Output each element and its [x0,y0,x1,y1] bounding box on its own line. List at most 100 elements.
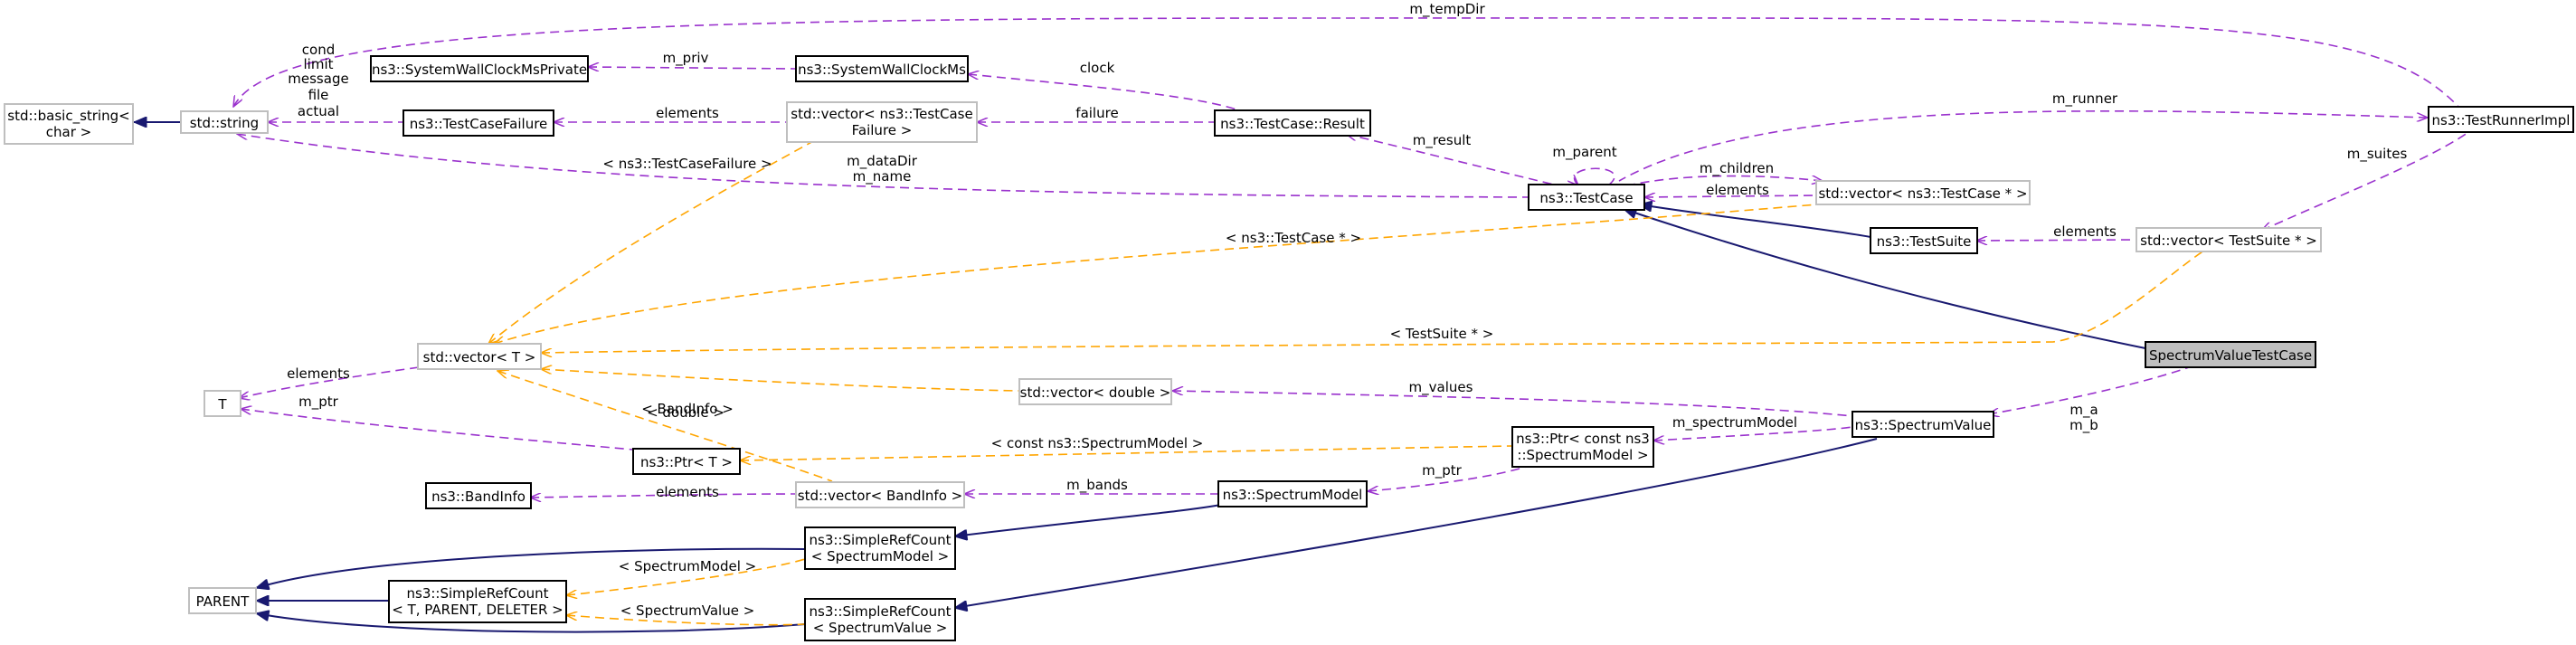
edge-m-parent [1575,167,1615,185]
node-testcase-result[interactable]: ns3::TestCase::Result [1214,109,1371,137]
edge-datadir-name [237,134,1530,198]
label-m-ptr-t: m_ptr [298,394,339,411]
label-tc-ptr: < ns3::TestCase * > [1226,230,1361,246]
label-failure: failure [1075,105,1118,121]
edge-tpl-const-spectrum [740,445,1513,460]
label-m-tempdir: m_tempDir [1409,1,1485,18]
edge-m-values [1172,391,1853,417]
edge-m-priv [588,67,797,69]
label-m-a: m_a [2069,402,2098,419]
svg-text:PARENT: PARENT [196,593,250,610]
label-string-member-4: file [308,87,329,103]
node-vector-t[interactable]: std::vector< T > [417,343,542,370]
node-std-string[interactable]: std::string [180,110,269,134]
edge-tpl-bandinfo [497,371,833,482]
edge-m-runner [1618,109,2428,182]
edge-m-ptr-model [1368,465,1530,491]
node-vector-testsuite-ptr[interactable]: std::vector< TestSuite * > [2136,227,2322,252]
label-elements-tc: elements [1706,182,1769,198]
label-tpl-spectrummodel: < SpectrumModel > [619,558,756,574]
label-clock: clock [1080,60,1115,76]
svg-text:char >: char > [46,124,91,140]
label-m-suites: m_suites [2347,146,2408,163]
label-m-ptr-model: m_ptr [1422,462,1463,479]
node-test-runner-impl[interactable]: ns3::TestRunnerImpl [2428,106,2574,133]
edge-testsuite-testcase [1639,204,1871,238]
node-system-wall-clock-ms-private[interactable]: ns3::SystemWallClockMsPrivate [370,55,589,82]
svg-text:< SpectrumValue >: < SpectrumValue > [813,620,948,636]
svg-text:ns3::SystemWallClockMsPrivate: ns3::SystemWallClockMsPrivate [372,62,587,78]
node-ptr-spectrummodel[interactable]: ns3::Ptr< const ns3 ::SpectrumModel > [1511,426,1654,468]
label-m-spectrummodel: m_spectrumModel [1672,414,1797,432]
edge-elements-band [530,494,797,498]
svg-text:std::vector< TestSuite * >: std::vector< TestSuite * > [2140,232,2317,249]
svg-text:ns3::Ptr< T >: ns3::Ptr< T > [640,454,733,470]
node-testcase[interactable]: ns3::TestCase [1528,184,1645,211]
svg-text:std::vector< double >: std::vector< double > [1020,384,1171,401]
svg-text:Failure >: Failure > [852,122,913,138]
edge-tpl-testcase-ptr [494,203,1828,344]
node-parent[interactable]: PARENT [188,587,257,614]
label-m-result: m_result [1413,132,1472,149]
edge-m-spectrummodel [1653,426,1853,441]
label-string-member-3: message [288,71,348,87]
svg-text:std::basic_string<: std::basic_string< [7,108,129,125]
edge-tpl-failure [488,135,824,344]
node-testcasefailure[interactable]: ns3::TestCaseFailure [402,109,554,137]
svg-text:ns3::TestSuite: ns3::TestSuite [1877,233,1972,250]
node-system-wall-clock-ms[interactable]: ns3::SystemWallClockMs [795,55,969,82]
svg-text:< SpectrumModel >: < SpectrumModel > [811,548,949,564]
edge-spectrummodel-src [954,502,1231,536]
label-m-bands: m_bands [1066,477,1128,494]
svg-text:SpectrumValueTestCase: SpectrumValueTestCase [2149,347,2312,364]
label-name: m_name [853,168,912,185]
svg-text:std::vector< BandInfo >: std::vector< BandInfo > [798,488,962,504]
svg-text:ns3::SimpleRefCount: ns3::SimpleRefCount [407,585,549,602]
node-simplerefcount-spectrumvalue[interactable]: ns3::SimpleRefCount < SpectrumValue > [804,598,956,641]
edge-m-tempdir [233,17,2461,109]
edge-m-result [1346,134,1566,188]
label-string-member-2: limit [304,56,334,72]
node-vector-testcasefailure[interactable]: std::vector< ns3::TestCase Failure > [786,101,978,143]
label-const-spectrum: < const ns3::SpectrumModel > [991,435,1204,451]
svg-text:std::vector< ns3::TestCase * >: std::vector< ns3::TestCase * > [1818,185,2027,202]
label-tpl-spectrumvalue: < SpectrumValue > [620,602,755,619]
svg-text:ns3::TestCase::Result: ns3::TestCase::Result [1220,116,1365,132]
label-suite-ptr: < TestSuite * > [1390,326,1494,342]
node-t[interactable]: T [204,390,242,417]
edge-tpl-spectrumvalue [566,615,806,626]
label-m-runner: m_runner [2052,90,2118,108]
edge-src-model-parent [256,547,806,588]
edge-svtc-testcase [1624,209,2146,349]
edge-m-suites [2261,128,2475,231]
edge-src-value-parent [256,613,806,633]
node-vector-double[interactable]: std::vector< double > [1018,378,1172,405]
node-vector-bandinfo[interactable]: std::vector< BandInfo > [795,481,965,508]
svg-text:T: T [217,396,227,413]
node-spectrum-model[interactable]: ns3::SpectrumModel [1217,480,1368,507]
svg-text:ns3::BandInfo: ns3::BandInfo [431,488,526,505]
label-elements-failure: elements [656,105,719,121]
node-simplerefcount-template[interactable]: ns3::SimpleRefCount < T, PARENT, DELETER… [388,580,567,623]
node-bandinfo[interactable]: ns3::BandInfo [425,482,532,509]
label-elements-suite: elements [2053,223,2117,240]
label-m-priv: m_priv [663,50,709,67]
svg-text:::SpectrumModel >: ::SpectrumModel > [1517,447,1648,463]
edge-elements-t [239,365,426,398]
svg-text:std::vector< T >: std::vector< T > [423,349,536,365]
edge-spectrumvalue-src [954,438,1878,608]
edge-m-ptr-t [241,409,634,451]
edge-m-children [1627,176,1823,186]
node-testsuite[interactable]: ns3::TestSuite [1870,227,1978,254]
node-spectrum-value-testcase[interactable]: SpectrumValueTestCase [2145,341,2316,368]
node-basic-string[interactable]: std::basic_string< char > [4,103,134,145]
node-ptr-t[interactable]: ns3::Ptr< T > [632,448,741,475]
svg-text:< T, PARENT, DELETER >: < T, PARENT, DELETER > [392,602,563,618]
svg-text:ns3::TestCase: ns3::TestCase [1539,190,1633,206]
node-spectrum-value[interactable]: ns3::SpectrumValue [1852,411,1994,438]
svg-text:ns3::Ptr< const ns3: ns3::Ptr< const ns3 [1516,431,1650,447]
node-vector-testcase-ptr[interactable]: std::vector< ns3::TestCase * > [1815,180,2031,205]
node-simplerefcount-spectrummodel[interactable]: ns3::SimpleRefCount < SpectrumModel > [804,526,956,570]
edge-clock [968,74,1240,111]
edge-elements-suite [1976,240,2137,241]
